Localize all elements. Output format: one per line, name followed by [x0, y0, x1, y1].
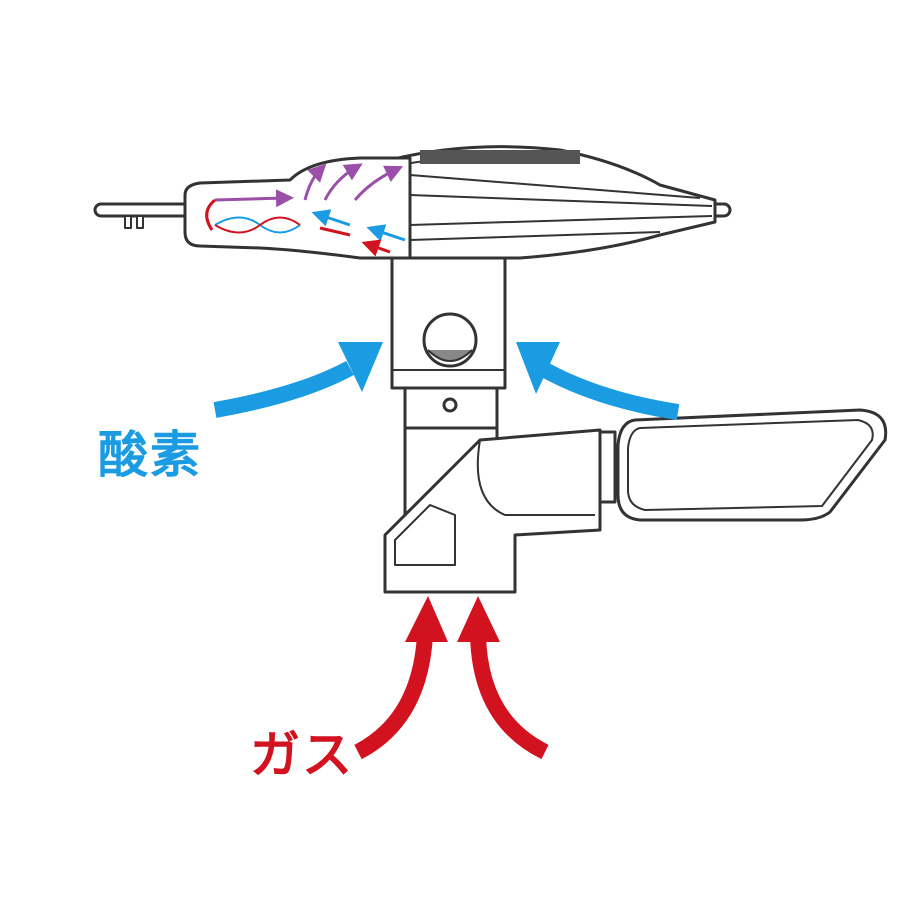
oxygen-arrows — [213, 360, 680, 420]
valve-handle[interactable] — [616, 408, 888, 522]
gas-arrowhead-right — [457, 596, 500, 642]
gas-arrowhead-left — [405, 596, 448, 642]
gas-arrow-right — [470, 634, 549, 760]
oxygen-arrow-left — [213, 360, 354, 418]
internal-flow-arrows — [205, 163, 406, 257]
gas-arrows — [354, 634, 549, 760]
oxygen-label: 酸素 — [98, 426, 202, 484]
gas-label: ガス — [250, 726, 354, 784]
oxygen-arrowhead-right — [516, 342, 560, 394]
oxygen-arrowhead-left — [338, 342, 383, 392]
oxygen-arrow-right — [541, 362, 680, 420]
gas-arrow-left — [354, 634, 433, 760]
burner-head — [183, 145, 717, 260]
